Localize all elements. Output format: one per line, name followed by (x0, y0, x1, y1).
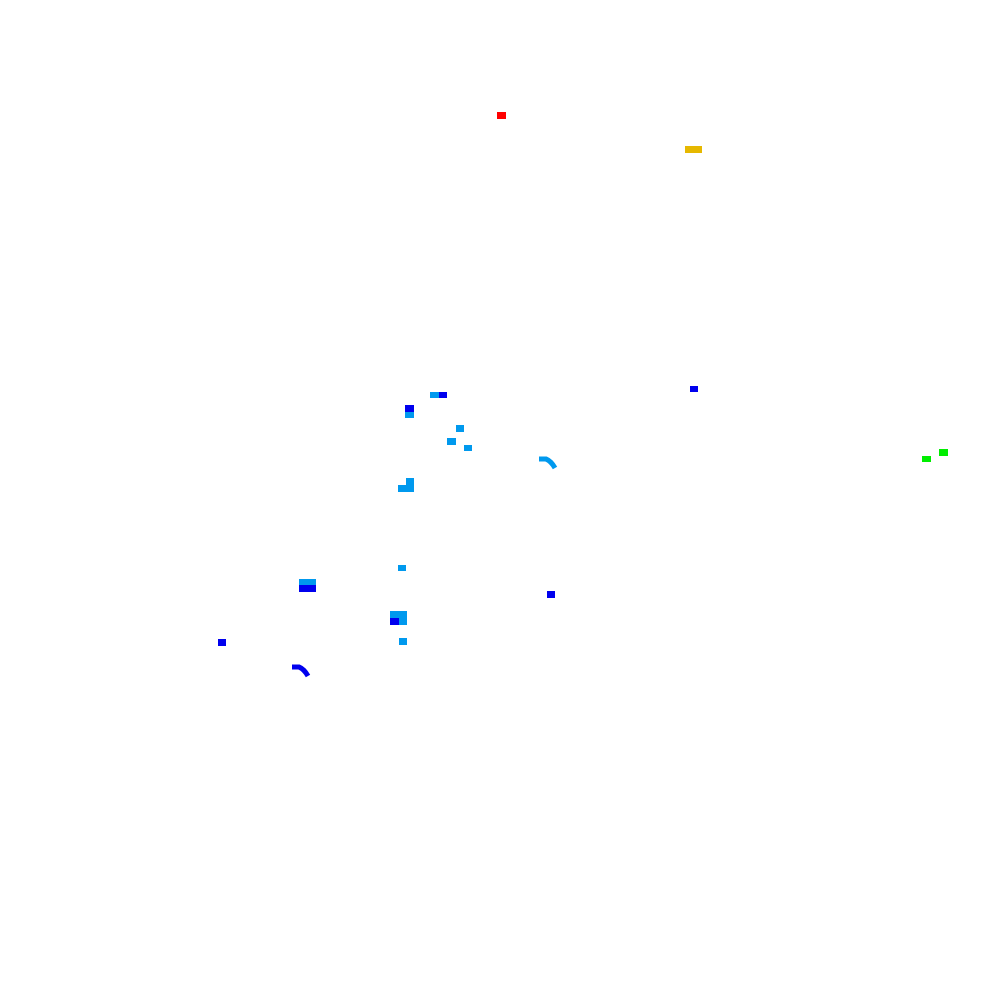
light-blue-speck (390, 611, 407, 618)
light-blue-speck (406, 478, 414, 486)
blue-speck (390, 618, 399, 625)
light-blue-speck (447, 438, 456, 445)
light-blue-speck (405, 412, 414, 418)
light-blue-hook (539, 456, 558, 470)
blue-speck (439, 392, 447, 398)
light-blue-speck (398, 565, 406, 571)
blue-speck (547, 591, 555, 598)
green-speck (922, 456, 931, 462)
light-blue-speck (399, 638, 407, 645)
blue-hook (292, 664, 311, 678)
gold-dash (685, 146, 702, 153)
light-blue-speck (399, 618, 407, 625)
light-blue-speck (398, 485, 414, 492)
blue-speck (405, 405, 414, 412)
light-blue-speck (456, 425, 464, 432)
light-blue-speck (464, 445, 472, 451)
light-blue-speck (430, 392, 439, 398)
blue-speck (218, 639, 226, 646)
blue-speck (299, 585, 316, 592)
blue-speck (690, 386, 698, 392)
light-blue-speck (299, 579, 316, 585)
green-speck (939, 449, 948, 456)
red-speck (497, 112, 506, 119)
